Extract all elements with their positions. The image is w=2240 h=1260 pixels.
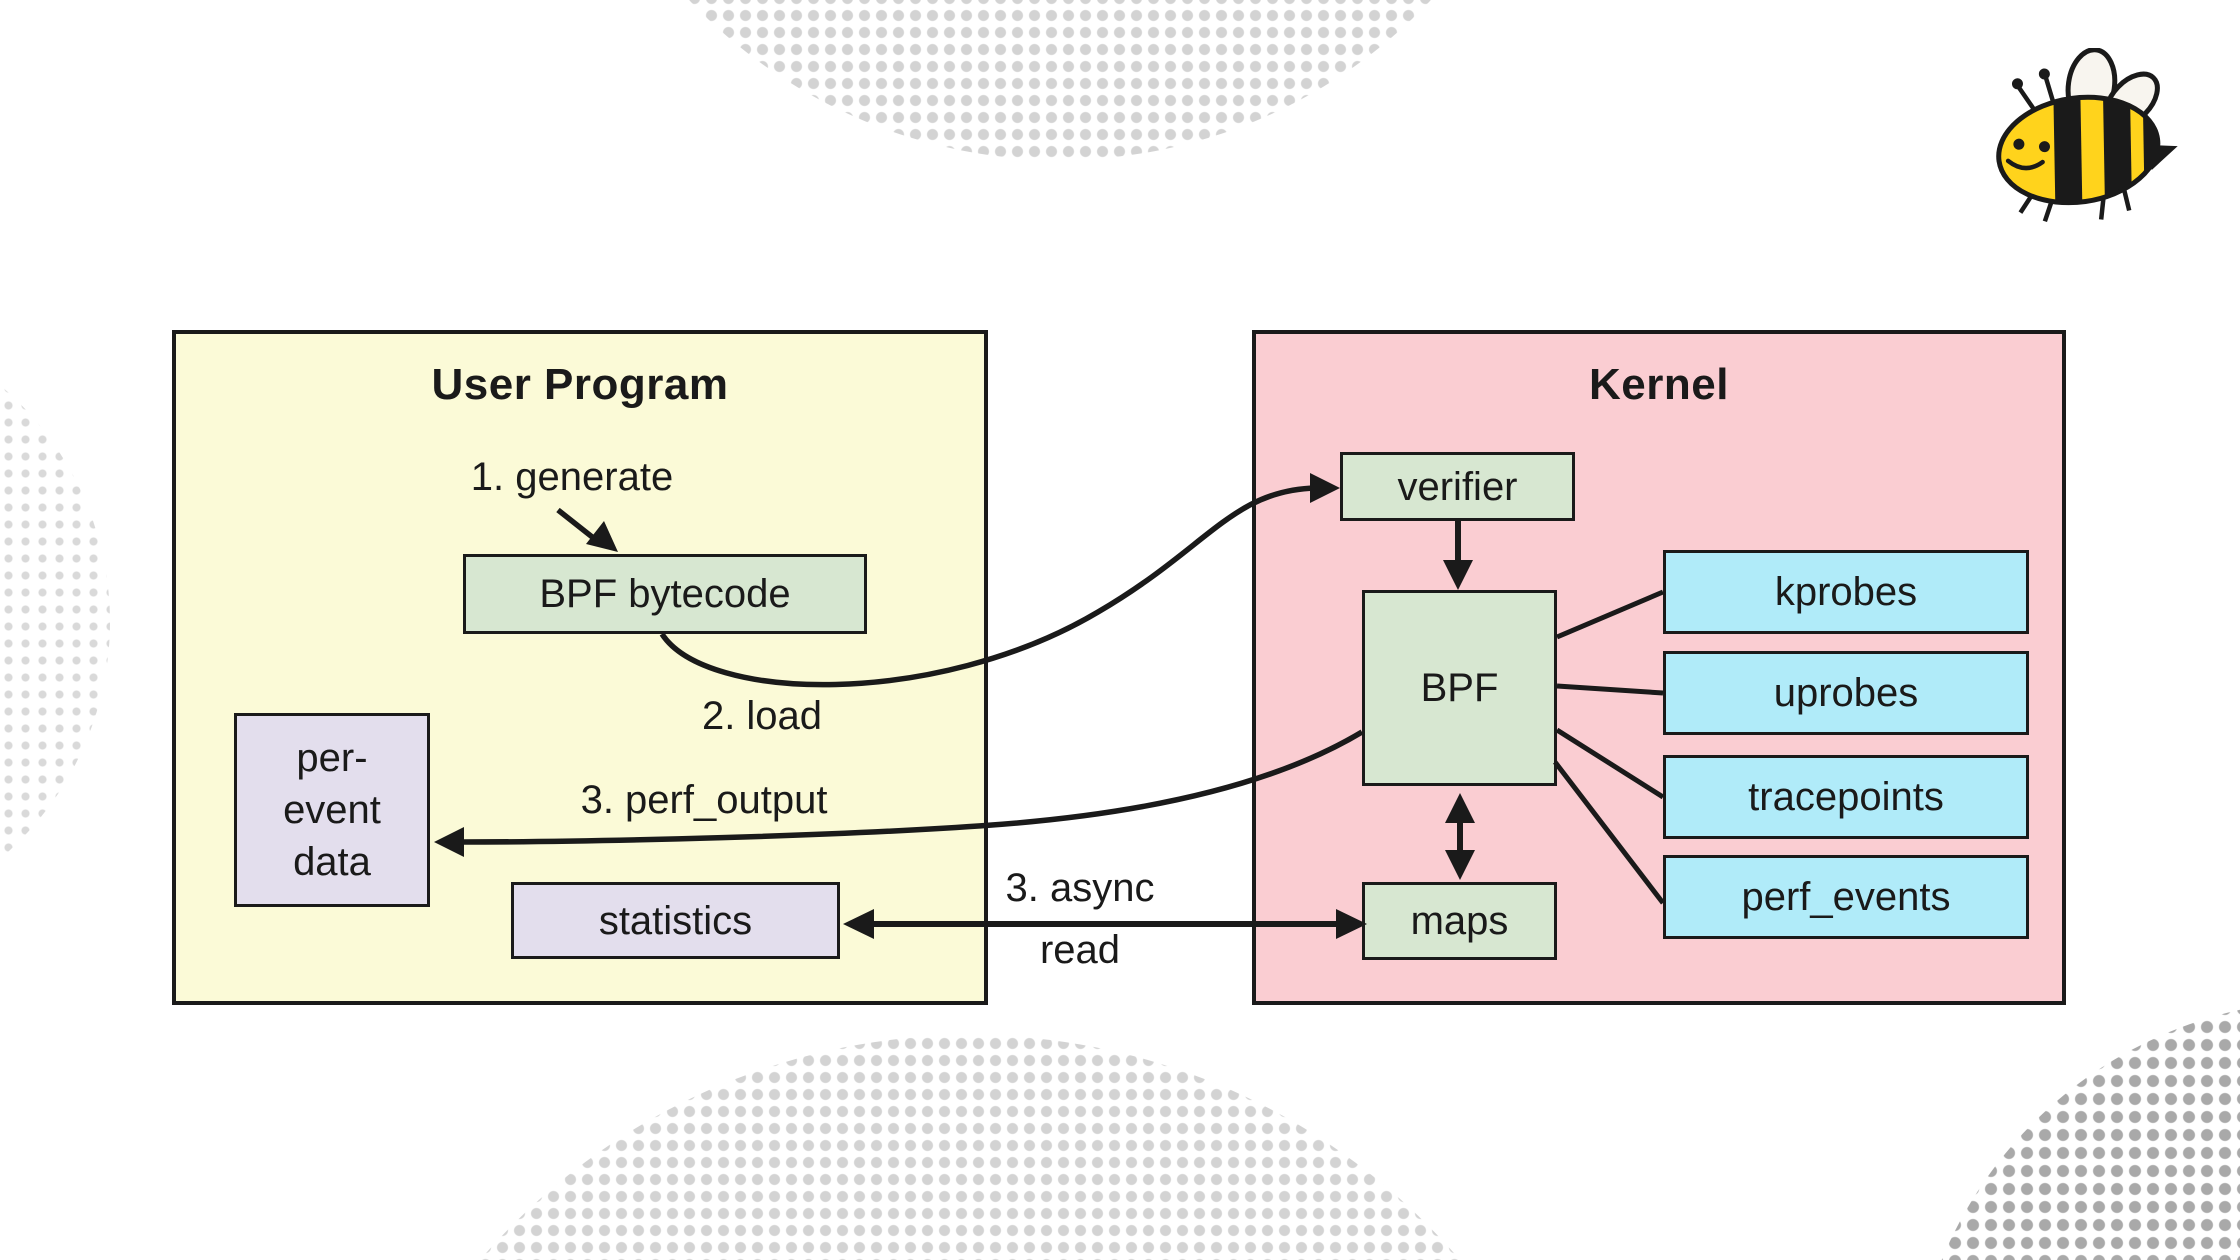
halftone-dots-corner-icon	[1910, 1000, 2240, 1260]
perf-events-box: perf_events	[1663, 855, 2029, 939]
per-event-data-line1: per-	[296, 736, 368, 780]
halftone-dots-top-icon	[550, 0, 1570, 160]
verifier-box: verifier	[1340, 452, 1575, 521]
kprobes-label: kprobes	[1774, 570, 1918, 614]
halftone-dots-bottom-icon	[324, 1035, 1616, 1260]
kprobes-box: kprobes	[1663, 550, 2029, 634]
step-async-read-label-line2: read	[1039, 928, 1121, 972]
verifier-label: verifier	[1397, 464, 1518, 509]
user-program-title: User Program	[431, 360, 729, 409]
bpf-bytecode-label: BPF bytecode	[539, 572, 791, 616]
kernel-title: Kernel	[1589, 360, 1729, 409]
uprobes-box: uprobes	[1663, 651, 2029, 735]
uprobes-label: uprobes	[1773, 671, 1919, 715]
step-load-label: 2. load	[701, 694, 823, 738]
step-generate-label: 1. generate	[470, 455, 674, 499]
step-perf-output-label: 3. perf_output	[580, 778, 828, 822]
maps-label: maps	[1410, 899, 1509, 943]
per-event-data-line3: data	[293, 840, 371, 884]
tracepoints-box: tracepoints	[1663, 755, 2029, 839]
per-event-data-line2: event	[283, 788, 381, 832]
bpf-box: BPF	[1362, 590, 1557, 786]
halftone-dots-left-icon	[0, 312, 110, 932]
maps-box: maps	[1362, 882, 1557, 960]
perf-events-label: perf_events	[1741, 875, 1951, 919]
bee-icon	[1996, 48, 2178, 223]
bpf-label: BPF	[1420, 666, 1499, 710]
bpf-bytecode-box: BPF bytecode	[463, 554, 867, 634]
step-async-read-label-line1: 3. async	[1005, 866, 1155, 910]
statistics-box: statistics	[511, 882, 840, 959]
tracepoints-label: tracepoints	[1748, 775, 1944, 819]
statistics-label: statistics	[598, 898, 753, 943]
per-event-data-box: per- event data	[234, 713, 430, 907]
